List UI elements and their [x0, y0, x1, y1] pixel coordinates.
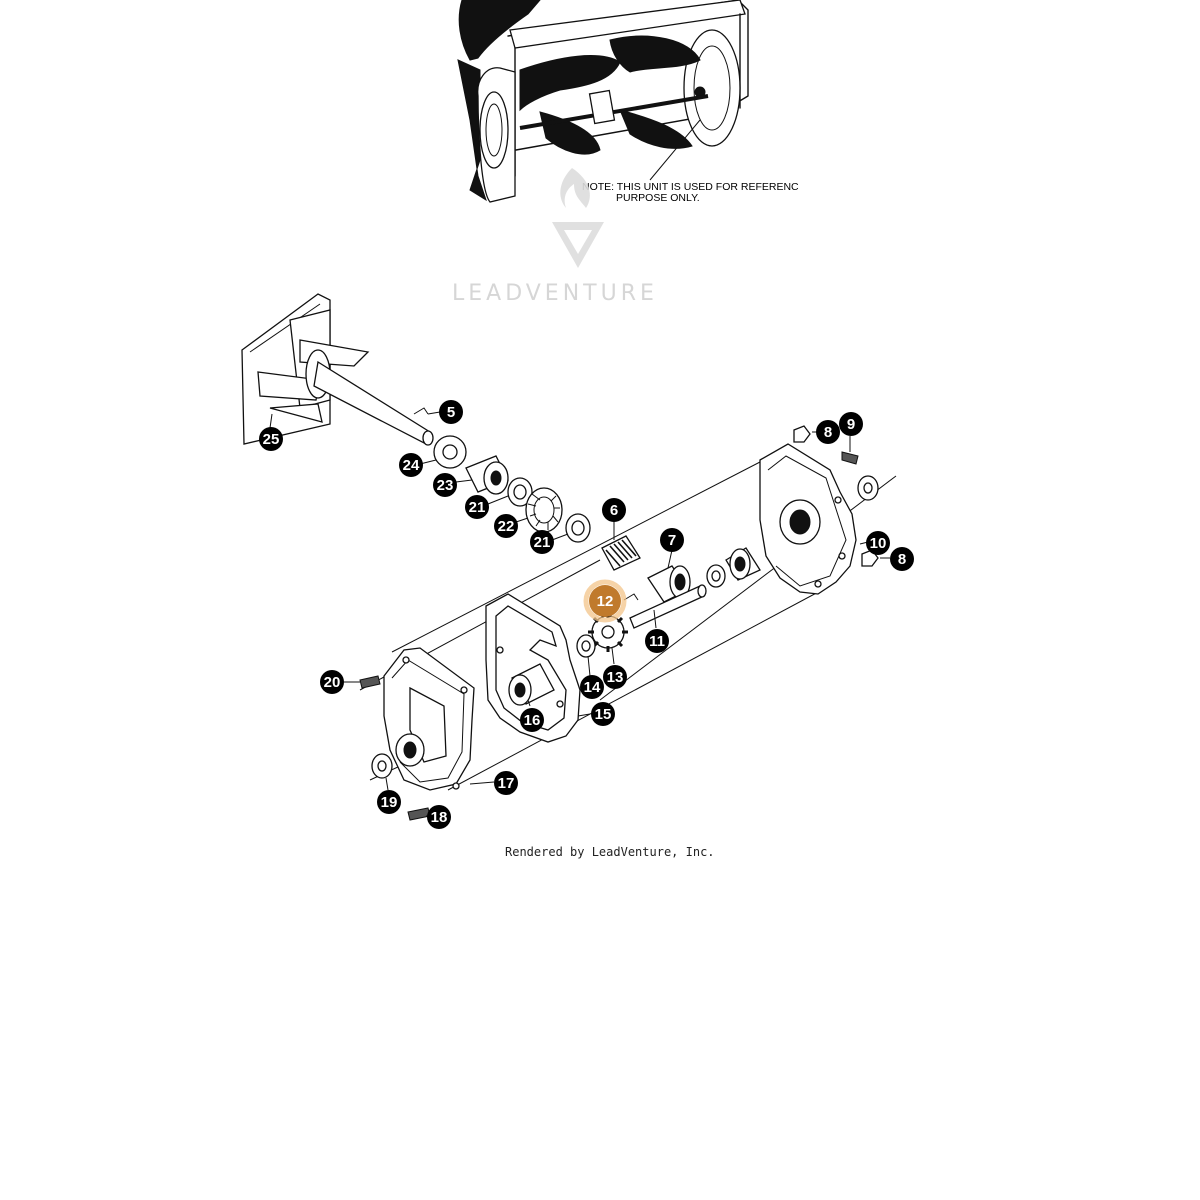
callout-highlight-ring [583, 579, 627, 623]
callout-circle [591, 702, 615, 726]
callout-circle [530, 530, 554, 554]
callout-circle [259, 427, 283, 451]
callout-circle [839, 412, 863, 436]
callout-label: 15 [595, 706, 612, 723]
callout-label: 25 [263, 431, 280, 448]
callout-part-21[interactable]: 21 [465, 495, 489, 519]
watermark-text: LEADVENTURE [452, 281, 658, 306]
callout-label: 21 [534, 534, 551, 551]
callout-circle [399, 453, 423, 477]
callout-label: 10 [870, 535, 887, 552]
callout-label: 23 [437, 477, 454, 494]
callout-part-10[interactable]: 10 [866, 531, 890, 555]
callout-circle [589, 585, 621, 617]
callout-circle [645, 629, 669, 653]
callout-label: 22 [498, 518, 515, 535]
callout-label: 13 [607, 669, 624, 686]
callout-part-9[interactable]: 9 [839, 412, 863, 436]
callout-part-15[interactable]: 15 [591, 702, 615, 726]
callout-part-25[interactable]: 25 [259, 427, 283, 451]
callout-part-11[interactable]: 11 [645, 629, 669, 653]
callout-part-13[interactable]: 13 [603, 665, 627, 689]
callout-part-17[interactable]: 17 [494, 771, 518, 795]
callout-label: 12 [597, 593, 614, 610]
callout-part-20[interactable]: 20 [320, 670, 344, 694]
callout-label: 14 [584, 679, 601, 696]
callout-label: 20 [324, 674, 341, 691]
reference-note-line-1: NOTE: THIS UNIT IS USED FOR REFERENC [582, 181, 799, 193]
callout-label: 16 [524, 712, 541, 729]
callout-part-6[interactable]: 6 [602, 498, 626, 522]
callout-label: 11 [649, 633, 665, 650]
callout-label: 17 [498, 775, 515, 792]
footer-credit: Rendered by LeadVenture, Inc. [505, 845, 715, 859]
callout-circle [890, 547, 914, 571]
callout-label: 8 [824, 424, 832, 441]
callout-part-19[interactable]: 19 [377, 790, 401, 814]
callout-circle [866, 531, 890, 555]
callout-label: 7 [668, 532, 676, 549]
callout-label: 5 [447, 404, 455, 421]
exploded-assembly-illustration [241, 293, 897, 821]
callout-circle [602, 498, 626, 522]
callout-circle [494, 771, 518, 795]
callout-label: 6 [610, 502, 618, 519]
callout-part-18[interactable]: 18 [427, 805, 451, 829]
callout-label: 21 [469, 499, 486, 516]
callout-circle [580, 675, 604, 699]
callout-label: 9 [847, 416, 855, 433]
callout-circle [433, 473, 457, 497]
callout-part-12-selected[interactable]: 12 [583, 579, 627, 623]
callout-circle [465, 495, 489, 519]
callout-part-14[interactable]: 14 [580, 675, 604, 699]
leadventure-logo-icon [552, 168, 604, 268]
callout-part-8[interactable]: 8 [816, 420, 840, 444]
callout-part-16[interactable]: 16 [520, 708, 544, 732]
callout-circle [520, 708, 544, 732]
callout-circle [603, 665, 627, 689]
callout-part-8[interactable]: 8 [890, 547, 914, 571]
callout-circle [439, 400, 463, 424]
callout-circle [816, 420, 840, 444]
callout-circle [494, 514, 518, 538]
callout-part-7[interactable]: 7 [660, 528, 684, 552]
callout-circle [660, 528, 684, 552]
callout-label: 8 [898, 551, 906, 568]
callout-label: 24 [403, 457, 420, 474]
callout-part-24[interactable]: 24 [399, 453, 423, 477]
callout-label: 18 [431, 809, 448, 826]
reference-note-line-2: PURPOSE ONLY. [616, 192, 700, 204]
callout-part-21[interactable]: 21 [530, 530, 554, 554]
callout-part-23[interactable]: 23 [433, 473, 457, 497]
callout-circle [377, 790, 401, 814]
callout-part-22[interactable]: 22 [494, 514, 518, 538]
callout-label: 19 [381, 794, 398, 811]
reference-unit-illustration: NOTE: THIS UNIT IS USED FOR REFERENC PUR… [457, 0, 799, 204]
callout-circle [427, 805, 451, 829]
callout-circle [320, 670, 344, 694]
callout-part-5[interactable]: 5 [439, 400, 463, 424]
